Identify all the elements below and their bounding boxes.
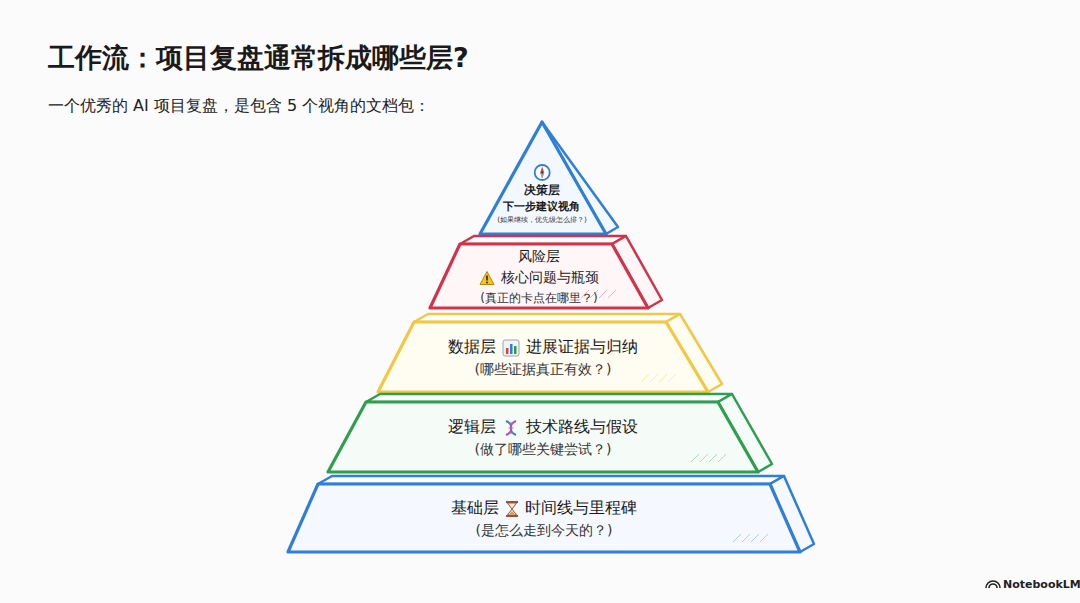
pyramid-layer: 数据层 进展证据与归纳 (哪些证据真正有效？) [374,310,726,396]
layer-topic: 时间线与里程碑 [525,498,637,519]
pyramid-layer: 风险层核心问题与瓶颈 (真正的卡点在哪里？) [426,232,666,312]
hatch-stroke [709,454,717,462]
text-row: 决策层 [524,183,560,198]
hatch-stroke [608,290,616,298]
watermark: NotebookLM [1003,578,1080,591]
hatch-stroke [599,290,607,298]
text-row: (真正的卡点在哪里？) [480,290,597,307]
layer-question: (如果继续，优先级怎么排？) [497,215,587,225]
layer-name: 逻辑层 [448,417,496,438]
text-row: (如果继续，优先级怎么排？) [497,215,587,225]
compass-icon [533,164,551,182]
caption: 一个优秀的 AI 项目复盘，是包含 5 个视角的文档包： [48,96,430,117]
hatch-stroke [668,374,676,382]
title: 工作流：项目复盘通常拆成哪些层? [48,40,469,76]
text-row: 核心问题与瓶颈 [479,269,599,287]
layer-front-face [328,402,758,472]
text-row [533,164,551,182]
layer-question: (是怎么走到今天的？) [476,522,613,540]
layer-front-face [378,322,708,392]
hatch-stroke [733,534,741,542]
hatch-stroke [659,374,667,382]
layer-text-group: 数据层 进展证据与归纳 (哪些证据真正有效？) [448,337,638,379]
pyramid-layer: 决策层下一步建议视角(如果继续，优先级怎么排？) [476,118,622,238]
layer-topic: 下一步建议视角 [503,199,580,214]
hatch-stroke [751,534,759,542]
text-row: 数据层 进展证据与归纳 [448,337,638,358]
text-row: 风险层 [518,248,560,266]
hatch-stroke [742,534,750,542]
pyramid-layer: 逻辑层 技术路线与假设 (做了哪些关键尝试？) [324,390,776,476]
layer-topic: 进展证据与归纳 [526,337,638,358]
hatch-stroke [650,374,658,382]
hatch-stroke [718,454,726,462]
layer-question: (哪些证据真正有效？) [475,361,612,379]
pyramid-layer: 基础层 时间线与里程碑 (是怎么走到今天的？) [284,472,818,556]
hourglass-icon [505,500,519,518]
hatch-stroke [700,454,708,462]
text-row: 逻辑层 技术路线与假设 [448,417,638,438]
text-row: (做了哪些关键尝试？) [475,441,612,459]
text-row: (是怎么走到今天的？) [476,522,613,540]
layer-question: (做了哪些关键尝试？) [475,441,612,459]
hatch-stroke [691,454,699,462]
text-row: 基础层 时间线与里程碑 [451,498,637,519]
layer-text-group: 决策层下一步建议视角(如果继续，优先级怎么排？) [497,164,587,225]
chart-icon [502,339,520,357]
layer-topic: 技术路线与假设 [526,417,638,438]
layer-text-group: 逻辑层 技术路线与假设 (做了哪些关键尝试？) [448,417,638,459]
layer-front-face [288,484,800,552]
hatch-stroke [760,534,768,542]
warning-icon [479,270,495,285]
hatch-stroke [641,374,649,382]
layer-name: 数据层 [448,337,496,358]
text-row: 下一步建议视角 [503,199,580,214]
layer-name: 风险层 [518,248,560,266]
layer-front-face [480,122,606,234]
layer-text-group: 风险层核心问题与瓶颈 (真正的卡点在哪里？) [479,248,599,307]
layer-question: (真正的卡点在哪里？) [480,290,597,307]
dna-icon [502,419,520,437]
layer-text-group: 基础层 时间线与里程碑 (是怎么走到今天的？) [451,498,637,540]
notebooklm-logo [986,581,1000,588]
layer-name: 基础层 [451,498,499,519]
text-row: (哪些证据真正有效？) [475,361,612,379]
layer-front-face [430,244,648,308]
layer-topic: 核心问题与瓶颈 [501,269,599,287]
layer-name: 决策层 [524,183,560,198]
